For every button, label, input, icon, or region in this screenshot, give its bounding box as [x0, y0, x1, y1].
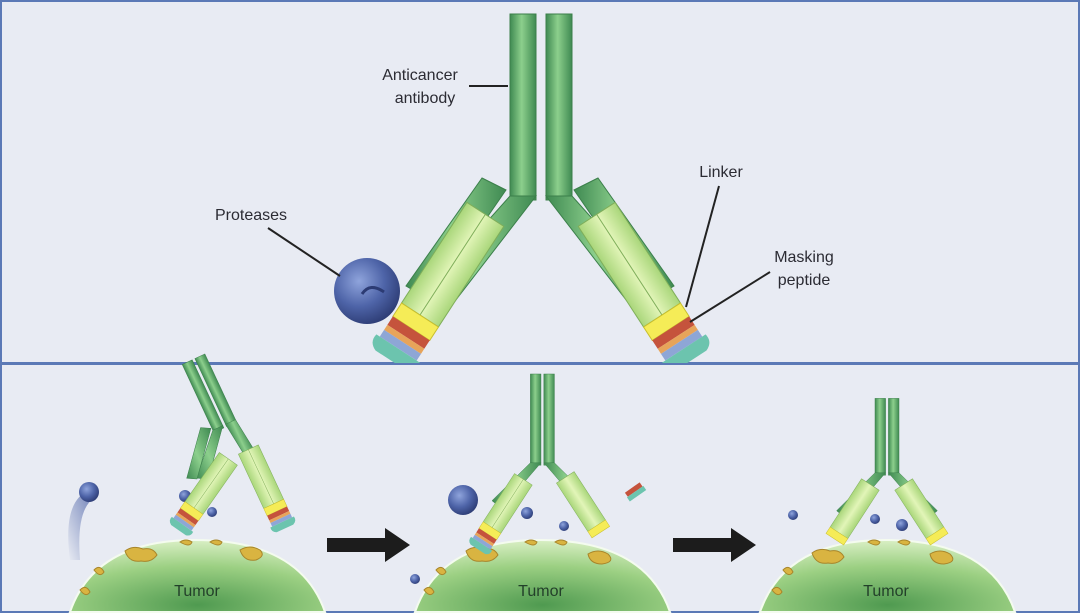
- masking-callout-line: [689, 271, 771, 323]
- step2-group: [410, 373, 647, 584]
- arrow-2: [673, 528, 756, 562]
- protease-ball-step1: [79, 482, 99, 502]
- proteases-label: Proteases: [215, 207, 287, 224]
- antibody-step3: [825, 398, 949, 546]
- antibody-large: [368, 13, 714, 376]
- tumor-label-2: Tumor: [518, 583, 564, 600]
- protease-small-2: [207, 507, 217, 517]
- linker-callout-line: [685, 185, 720, 308]
- protease-small-3: [521, 507, 533, 519]
- linker-label: Linker: [699, 164, 743, 181]
- protease-small-4: [559, 521, 569, 531]
- masking-label-line2: peptide: [778, 272, 831, 289]
- protease-small-8: [896, 519, 908, 531]
- protease-small-5: [410, 574, 420, 584]
- top-panel: [0, 0, 1080, 364]
- protease-ball: [334, 258, 400, 324]
- antibody-label-line2: antibody: [395, 90, 456, 107]
- proteases-callout-line: [267, 227, 341, 277]
- step3-group: [788, 398, 949, 546]
- masking-label-line1: Masking: [774, 249, 834, 266]
- tumor-cell-2: Tumor: [413, 538, 672, 613]
- protease-ball-step2: [448, 485, 478, 515]
- cleaved-mask-fragment: [624, 482, 647, 502]
- tumor-label-3: Tumor: [863, 583, 909, 600]
- protease-small-7: [870, 514, 880, 524]
- tumor-label-1: Tumor: [174, 583, 220, 600]
- antibody-label-line1: Anticancer: [382, 67, 458, 84]
- arrow-1: [327, 528, 410, 562]
- protease-trail: [68, 490, 94, 560]
- tumor-cell-3: Tumor: [758, 538, 1017, 613]
- antibody-step2: [467, 373, 611, 557]
- tumor-cell-1: Tumor: [68, 538, 327, 613]
- step1-group: [68, 353, 298, 560]
- antibody-step1: [167, 353, 298, 538]
- protease-small-6: [788, 510, 798, 520]
